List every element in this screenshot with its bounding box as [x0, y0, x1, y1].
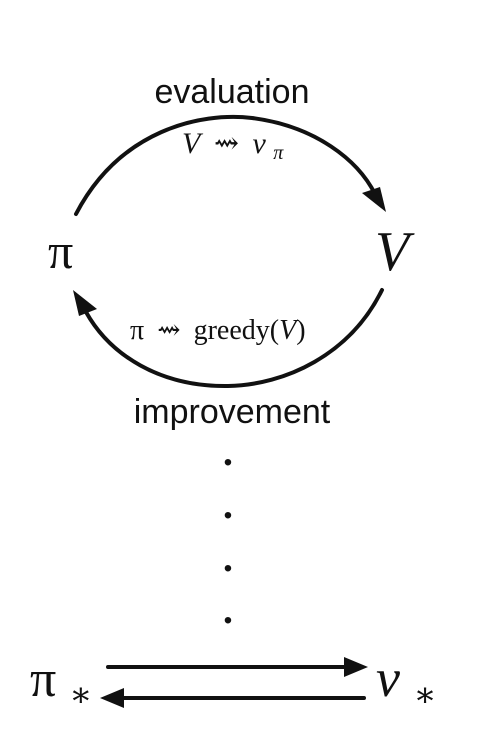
- optimal-policy-star: ∗: [69, 677, 92, 714]
- value-node: V: [375, 221, 415, 283]
- formula-squiggle-arrow: ⇝: [214, 127, 239, 160]
- formula-arg-v: V: [279, 315, 299, 346]
- evaluation-label: evaluation: [154, 73, 309, 111]
- optimal-policy-base: π: [30, 651, 56, 708]
- improvement-formula: π ⇝ greedy(V): [130, 315, 306, 346]
- formula-v: V: [182, 127, 204, 160]
- formula-subscript-pi: π: [273, 142, 284, 164]
- ellipsis-dot-2: •: [224, 502, 232, 529]
- forward-arrowhead: [344, 657, 368, 677]
- optimal-value-star: ∗: [413, 677, 436, 714]
- formula-pi: π: [130, 315, 144, 346]
- formula-open-paren: (: [270, 315, 279, 346]
- backward-arrowhead: [100, 688, 124, 708]
- ellipsis-dot-1: •: [224, 449, 232, 476]
- evaluation-arrowhead: [362, 187, 386, 212]
- formula-close-paren: ): [296, 315, 305, 346]
- improvement-label: improvement: [134, 393, 331, 431]
- improvement-arc: [84, 288, 384, 389]
- formula-greedy: greedy: [194, 315, 270, 346]
- ellipsis-dot-4: •: [224, 607, 232, 634]
- optimal-policy-node: π ∗: [30, 651, 92, 714]
- policy-node: π: [48, 223, 73, 279]
- optimal-value-base: v: [376, 648, 400, 708]
- formula-value-fn: v: [252, 127, 266, 160]
- improvement-arrowhead: [73, 290, 97, 316]
- ellipsis-dot-3: •: [224, 555, 232, 582]
- evaluation-arc: [74, 114, 377, 216]
- formula-squiggle-arrow-2: ⇝: [157, 315, 180, 346]
- optimal-value-node: v ∗: [376, 648, 437, 714]
- evaluation-formula: V ⇝ v π: [182, 127, 284, 164]
